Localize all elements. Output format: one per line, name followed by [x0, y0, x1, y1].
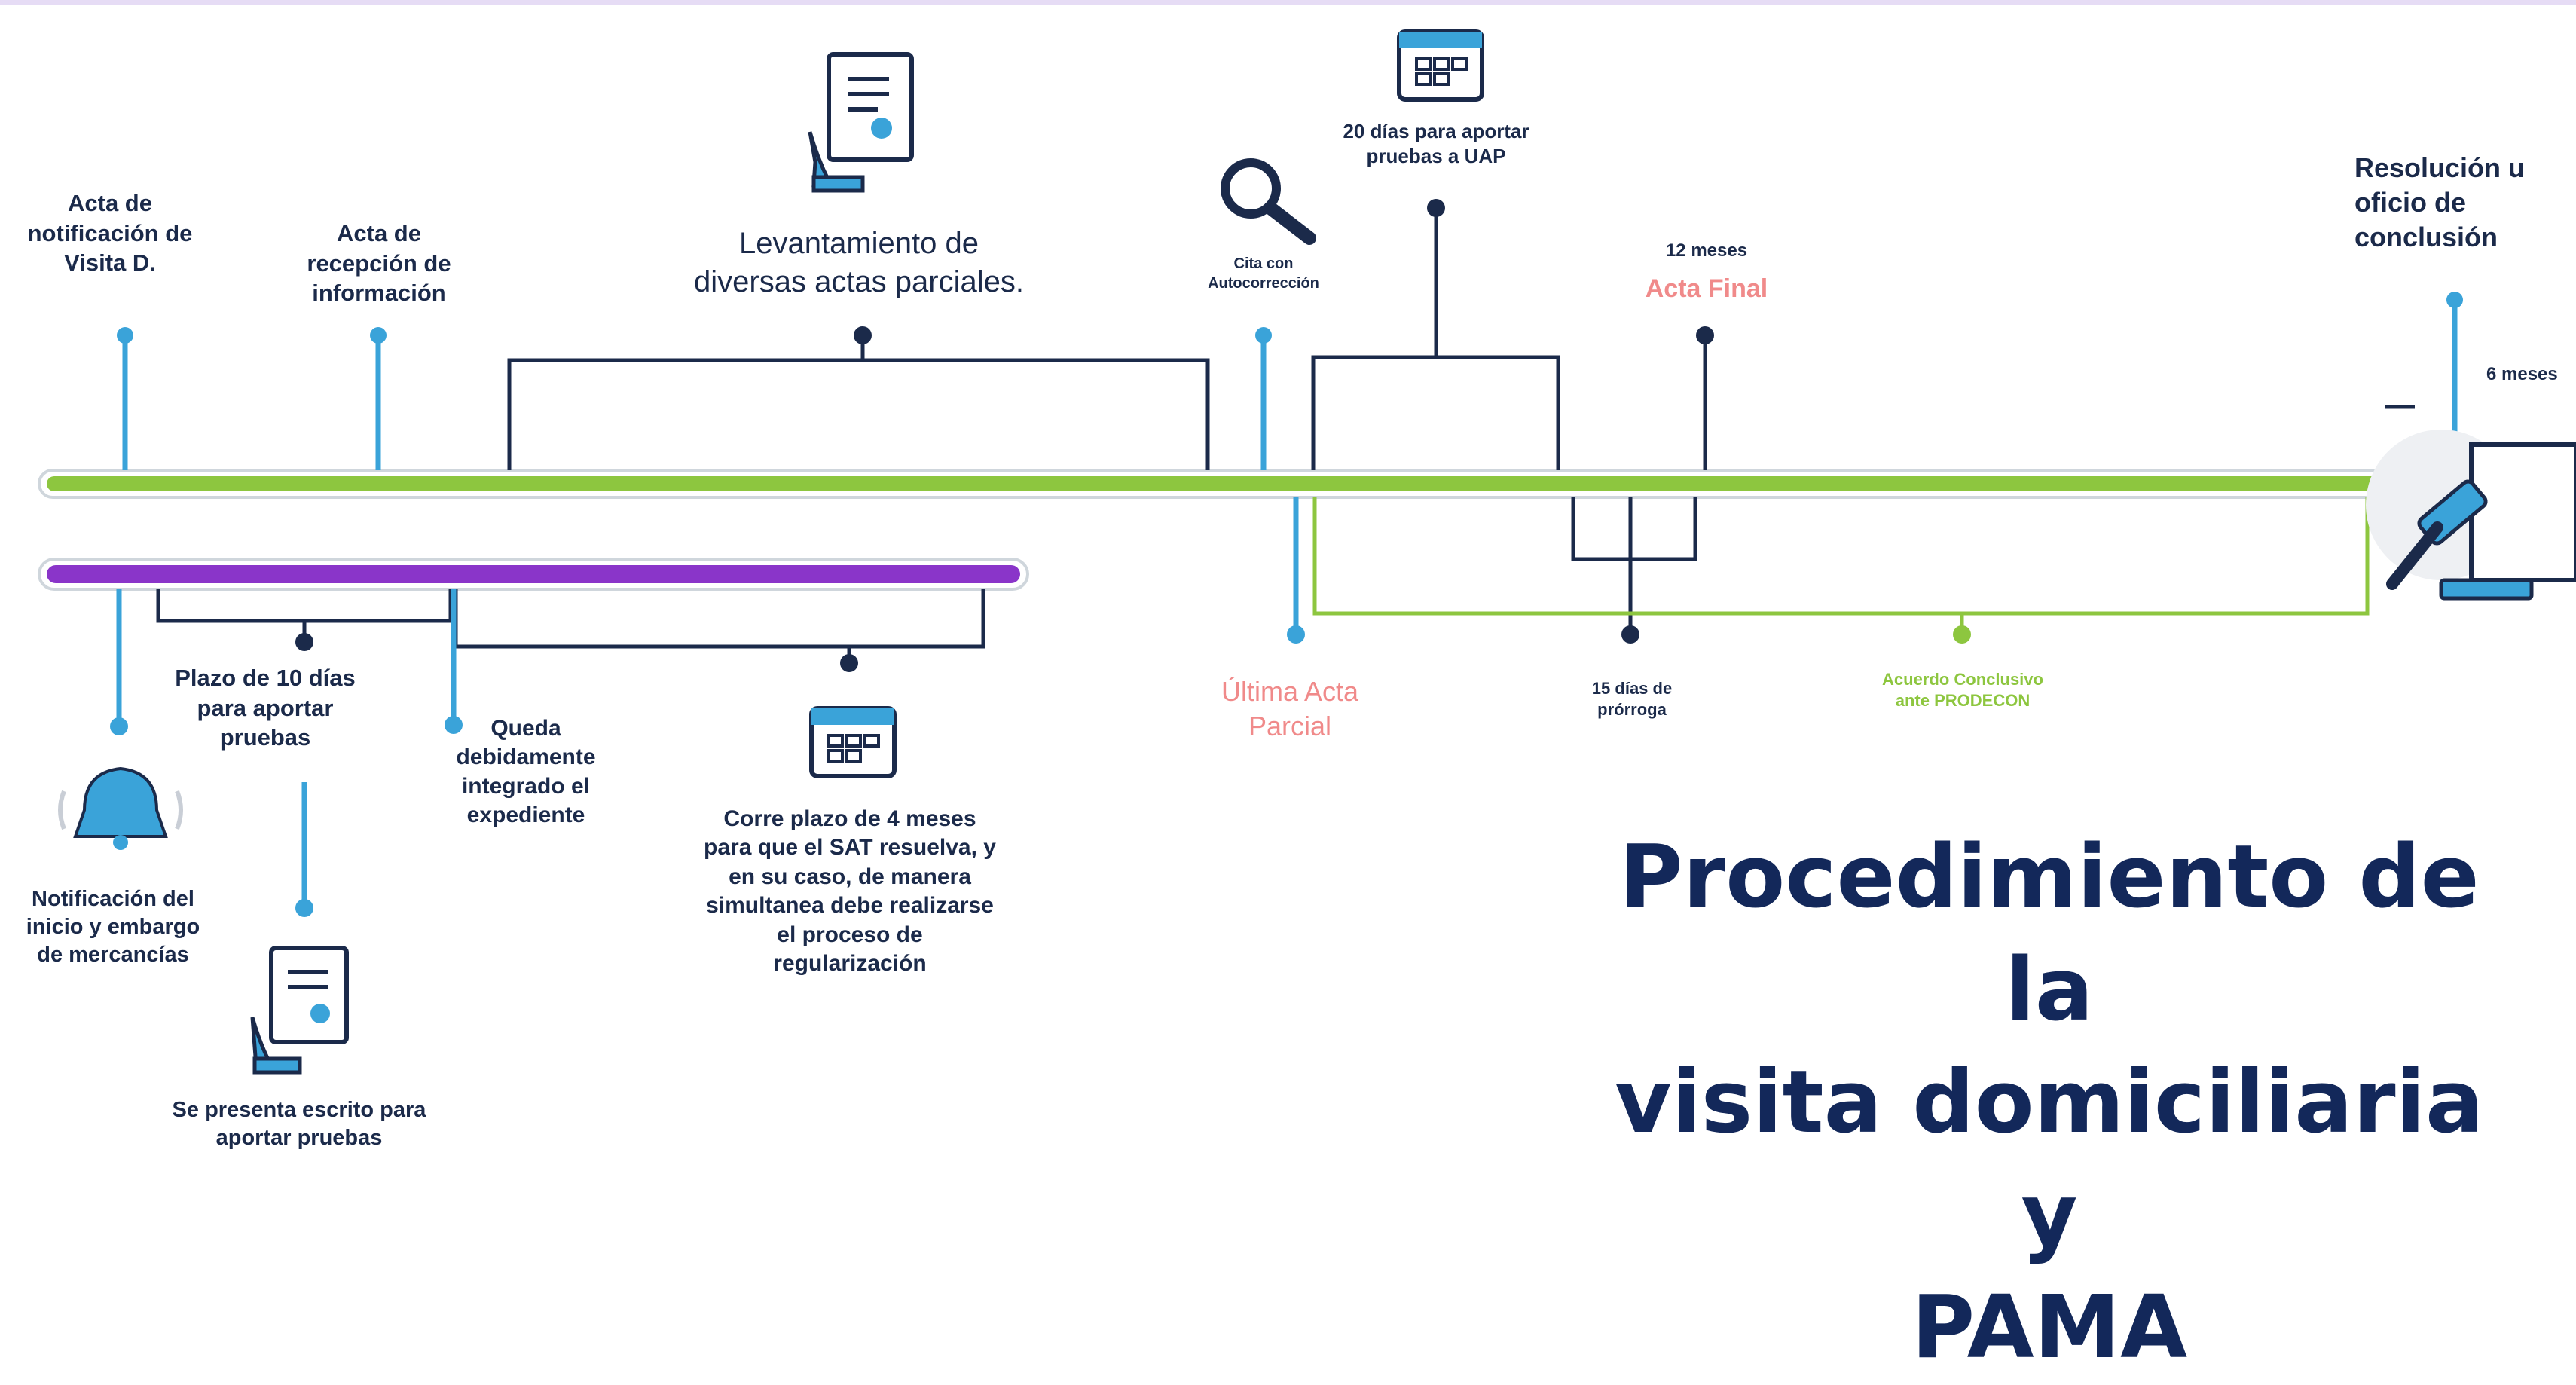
label-acta-notificacion: Acta de notificación de Visita D. — [27, 190, 193, 277]
label-resolucion: Resolución u oficio de conclusión — [2354, 152, 2526, 253]
document-hand-icon — [250, 946, 349, 1075]
label-levantamiento: Levantamiento de diversas actas parciale… — [694, 227, 1024, 299]
label-plazo-10: Plazo de 10 días para aportar pruebas — [175, 665, 356, 751]
label-ultima-acta: Última Acta Parcial — [1221, 676, 1359, 742]
gavel-icon — [2366, 430, 2576, 601]
purple-bracket-dots — [295, 633, 858, 672]
bell-icon — [58, 766, 183, 850]
upper-stems — [122, 300, 2458, 470]
label-queda-integrado: Queda debidamente integrado el expedient… — [456, 716, 596, 828]
purple-timeline-fill — [47, 565, 1020, 583]
lower-stems — [116, 589, 457, 906]
green-timeline-fill — [47, 476, 2420, 491]
label-corre-plazo: Corre plazo de 4 meses para que el SAT r… — [704, 806, 996, 976]
magnifier-icon — [1221, 158, 1316, 245]
label-cita-autocorreccion: Cita con Autocorrección — [1208, 255, 1319, 292]
upper-stem-dots — [117, 292, 2463, 344]
label-doce-meses: 12 meses — [1665, 240, 1748, 261]
page-title: Procedimiento de la visita domiciliaria … — [1605, 821, 2494, 1385]
label-acuerdo: Acuerdo Conclusivo ante PRODECON — [1882, 670, 2043, 711]
prorroga-dot — [1621, 625, 1639, 644]
acuerdo-bracket — [1312, 497, 2370, 631]
label-acta-final: Acta Final — [1645, 274, 1768, 303]
label-notificacion-inicio: Notificación del inicio y embargo de mer… — [26, 887, 200, 968]
calendar-icon — [1397, 29, 1484, 102]
document-hand-icon — [808, 52, 914, 193]
ultima-acta-dot — [1287, 625, 1305, 644]
label-se-presenta: Se presenta escrito para aportar pruebas — [172, 1098, 426, 1151]
label-seis-meses: 6 meses — [2486, 364, 2558, 384]
title-line-3: PAMA — [1911, 1277, 2188, 1378]
lower-brackets — [1571, 497, 1697, 633]
title-line-2: visita domiciliaria y — [1615, 1052, 2484, 1266]
title-line-1: Procedimiento de la — [1619, 827, 2480, 1041]
calendar-icon — [809, 706, 897, 778]
label-veinte-dias: 20 días para aportar pruebas a UAP — [1343, 120, 1529, 168]
top-border — [0, 0, 2576, 5]
upper-brackets — [507, 209, 2415, 470]
label-quince-dias: 15 días de prórroga — [1591, 679, 1673, 720]
timeline-diagram — [0, 0, 2576, 1075]
purple-brackets — [156, 589, 985, 663]
lower-stem-dots — [110, 716, 463, 917]
upper-bracket-dots — [854, 199, 1714, 344]
acuerdo-dot — [1953, 625, 1971, 644]
label-acta-recepcion: Acta de recepción de información — [307, 220, 451, 307]
